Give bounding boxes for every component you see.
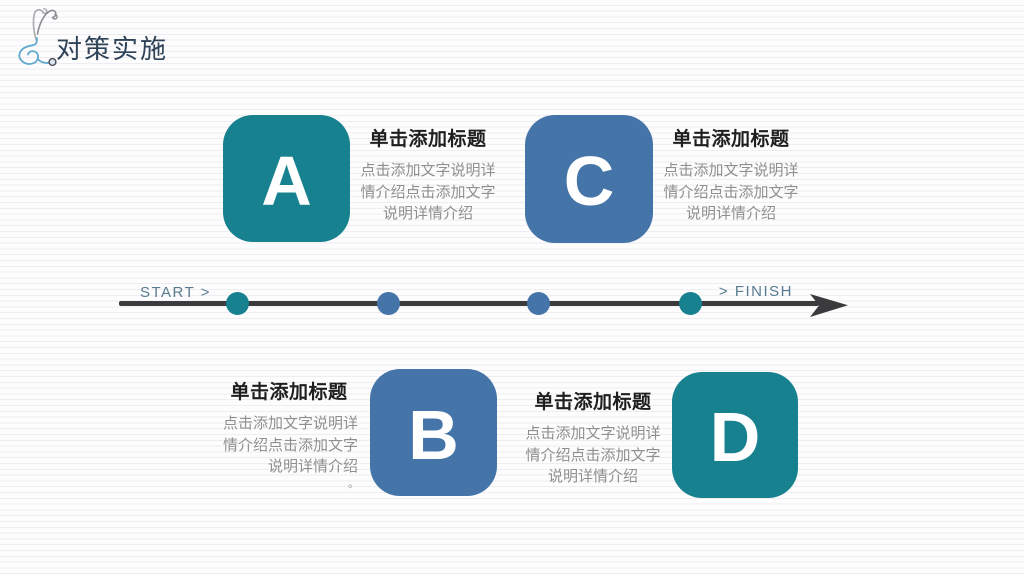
step-body-c: 点击添加文字说明详 情介绍点击添加文字 说明详情介绍 [663,162,799,222]
step-text-a: 单击添加标题 点击添加文字说明详 情介绍点击添加文字 说明详情介绍 [359,130,497,225]
step-heading-c: 单击添加标题 [672,129,790,150]
step-text-b: 单击添加标题 点击添加文字说明详 情介绍点击添加文字 说明详情介绍 [220,383,358,478]
step-heading-d: 单击添加标题 [534,392,652,413]
step-square-b: B [370,369,497,496]
step-letter-c: C [563,142,615,220]
step-text-d: 单击添加标题 点击添加文字说明详 情介绍点击添加文字 说明详情介绍 [524,393,662,488]
stray-period-text: 。 [348,478,359,490]
stethoscope-icon [14,4,62,73]
step-body-d: 点击添加文字说明详 情介绍点击添加文字 说明详情介绍 [525,425,661,485]
step-heading-a: 单击添加标题 [369,129,487,150]
timeline-dot-1 [226,292,249,315]
step-square-a: A [223,115,350,242]
timeline-dot-4 [679,292,702,315]
timeline-dot-3 [527,292,550,315]
timeline-start-label: START > [140,284,211,301]
step-text-c: 单击添加标题 点击添加文字说明详 情介绍点击添加文字 说明详情介绍 [662,130,800,225]
step-body-a: 点击添加文字说明详 情介绍点击添加文字 说明详情介绍 [360,162,496,222]
step-letter-d: D [709,398,761,476]
step-square-c: C [525,115,653,243]
step-letter-b: B [408,395,459,474]
step-square-d: D [672,372,798,498]
step-heading-b: 单击添加标题 [230,382,348,403]
step-body-b: 点击添加文字说明详 情介绍点击添加文字 说明详情介绍 [222,415,358,475]
page-title: 对策实施 [56,34,169,64]
timeline-dot-2 [377,292,400,315]
step-letter-a: A [261,141,312,220]
timeline-finish-label: > FINISH [718,283,793,300]
arrowhead-icon [810,293,850,323]
timeline-line [119,301,819,306]
